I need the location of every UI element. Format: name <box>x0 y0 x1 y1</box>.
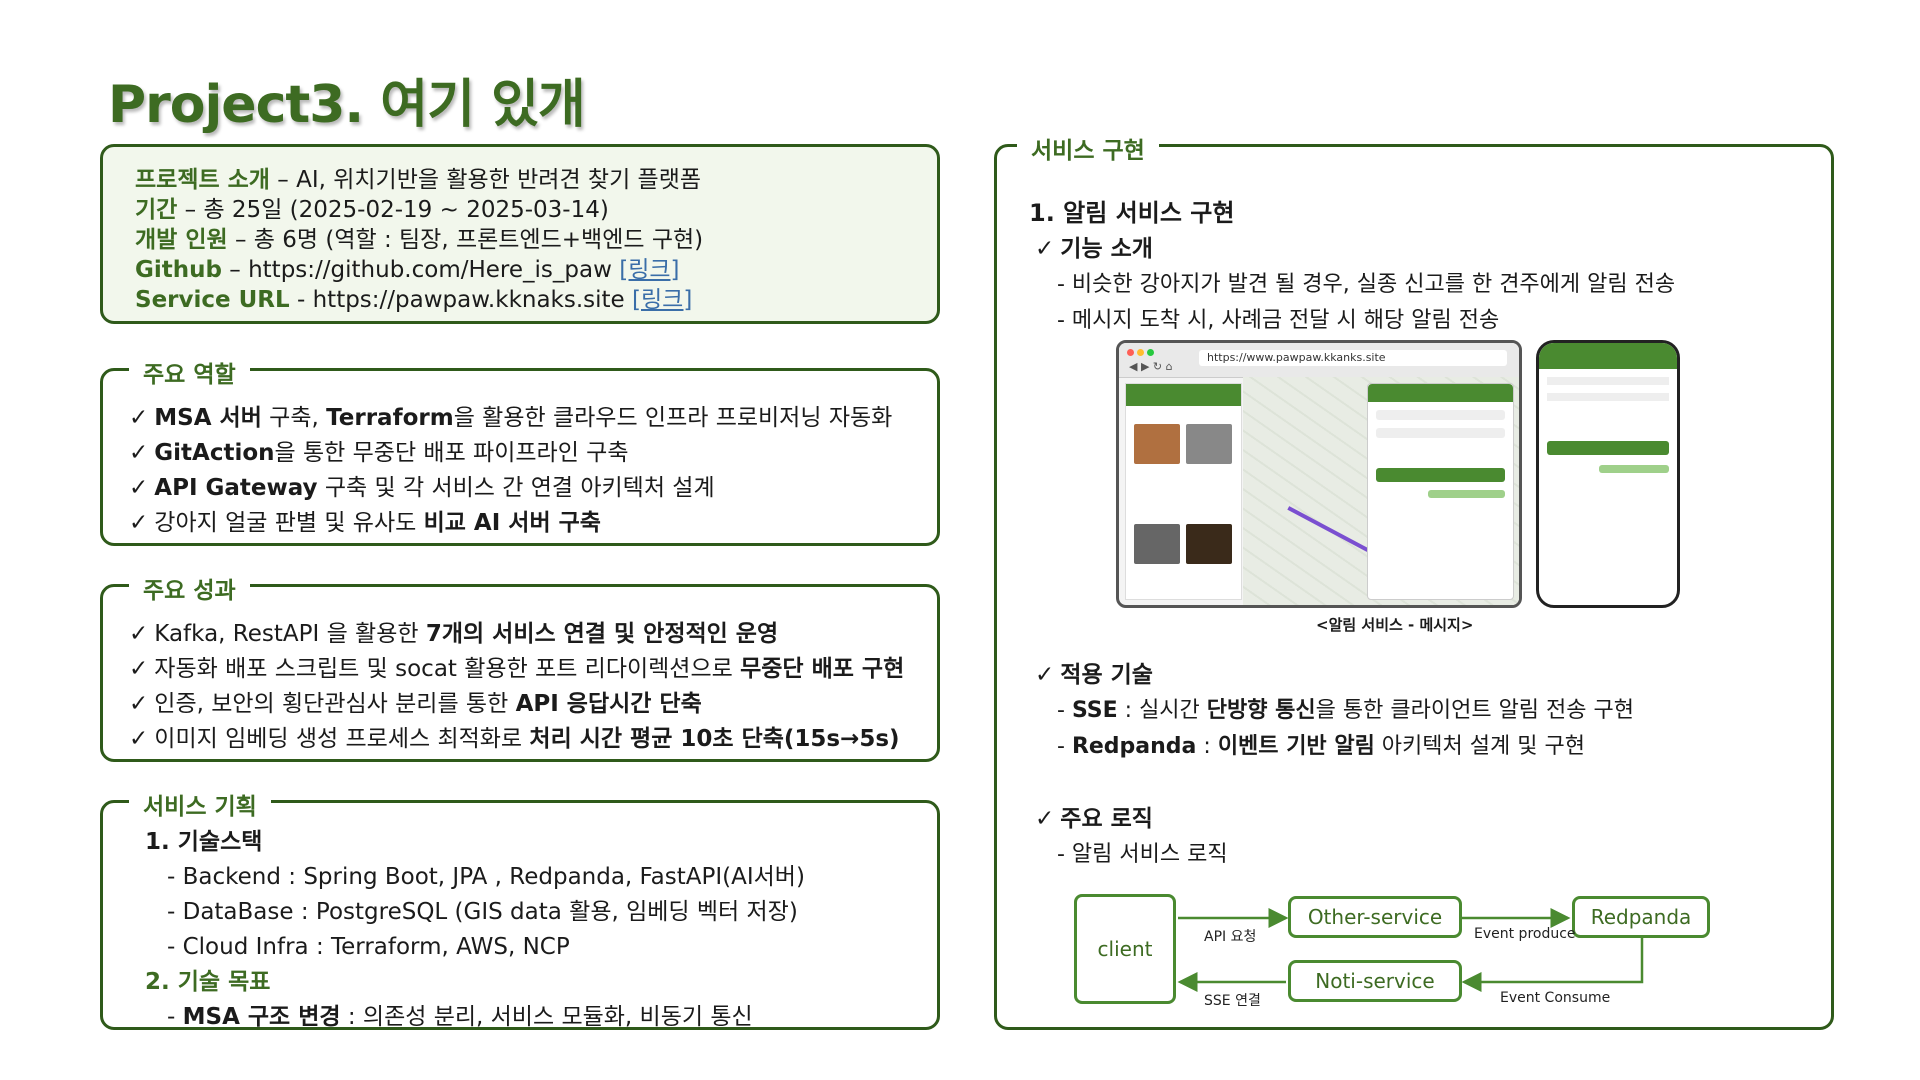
page-title: Project3. 여기 있개 <box>108 75 586 135</box>
lost-dog-sidebar <box>1125 383 1242 600</box>
check-icon: ✓ <box>1035 662 1055 688</box>
achievement-item: ✓인증, 보안의 횡단관심사 분리를 통한 API 응답시간 단축 <box>129 691 702 717</box>
project-label: 프로젝트 소개 <box>135 167 270 193</box>
role-item: ✓강아지 얼굴 판별 및 유사도 비교 AI 서버 구축 <box>129 510 601 536</box>
route-line <box>1287 506 1369 552</box>
tech-stack-heading: 1. 기술스택 <box>145 829 263 855</box>
members-text: – 총 6명 (역할 : 팀장, 프론트엔드+백엔드 구현) <box>227 227 704 253</box>
project-intro-row: 프로젝트 소개 – AI, 위치기반을 활용한 반려견 찾기 플랫폼 <box>135 165 937 195</box>
tech-stack-item: - Cloud Infra : Terraform, AWS, NCP <box>167 934 570 960</box>
feature-item: - 비슷한 강아지가 발견 될 경우, 실종 신고를 한 견주에게 알림 전송 <box>1057 272 1676 297</box>
achievements-legend: 주요 성과 <box>129 571 250 605</box>
service-url-label: Service URL <box>135 287 290 313</box>
achievement-item: ✓이미지 임베딩 생성 프로세스 최적화로 처리 시간 평균 10초 단축(15… <box>129 726 900 752</box>
service-url-text: - https://pawpaw.kknaks.site <box>289 287 633 313</box>
flow-arrows <box>1177 908 1644 992</box>
tech-goal-item: - MSA 구조 변경 : 의존성 분리, 서비스 모듈화, 비동기 통신 <box>167 1004 753 1030</box>
check-icon: ✓ <box>1035 236 1055 262</box>
api-request-label: API 요청 <box>1204 929 1257 945</box>
service-legend: 서비스 구현 <box>1017 131 1159 165</box>
github-link[interactable]: [링크] <box>619 257 680 283</box>
tech-heading: ✓적용 기술 <box>1035 662 1153 688</box>
logic-heading: ✓주요 로직 <box>1035 806 1153 832</box>
browser-bar: ◀ ▶ ↻ ⌂ https://www.pawpaw.kkanks.site <box>1119 343 1519 378</box>
github-row: Github – https://github.com/Here_is_paw … <box>135 255 937 285</box>
tech-item: - SSE : 실시간 단방향 통신을 통한 클라이언트 알림 전송 구현 <box>1057 698 1634 723</box>
tech-stack-item: - Backend : Spring Boot, JPA , Redpanda,… <box>167 864 805 890</box>
roles-legend: 주요 역할 <box>129 355 250 389</box>
tech-item: - Redpanda : 이벤트 기반 알림 아키텍처 설계 및 구현 <box>1057 734 1585 759</box>
period-row: 기간 – 총 25일 (2025-02-19 ~ 2025-03-14) <box>135 195 937 225</box>
service-url-row: Service URL - https://pawpaw.kknaks.site… <box>135 285 937 315</box>
project-text: – AI, 위치기반을 활용한 반려견 찾기 플랫폼 <box>269 167 702 193</box>
screenshot-caption: <알림 서비스 - 메시지> <box>1316 616 1474 634</box>
redpanda-node: Redpanda <box>1572 896 1710 938</box>
dog-thumbnail <box>1134 424 1180 464</box>
noti-service-node: Noti-service <box>1288 960 1462 1002</box>
desktop-screenshot: ◀ ▶ ↻ ⌂ https://www.pawpaw.kkanks.site <box>1116 340 1522 608</box>
check-icon: ✓ <box>129 475 149 501</box>
mobile-screenshot <box>1536 340 1680 608</box>
roles-box: 주요 역할 ✓MSA 서버 구축, Terraform을 활용한 클라우드 인프… <box>100 355 940 546</box>
dog-thumbnail <box>1186 524 1232 564</box>
client-node: client <box>1074 894 1176 1004</box>
achievement-item: ✓자동화 배포 스크립트 및 socat 활용한 포트 리다이렉션으로 무중단 … <box>129 656 905 682</box>
check-icon: ✓ <box>129 621 149 647</box>
achievements-box: 주요 성과 ✓Kafka, RestAPI 을 활용한 7개의 서비스 연결 및… <box>100 571 940 762</box>
minimize-dot-icon <box>1137 349 1144 356</box>
check-icon: ✓ <box>129 510 149 536</box>
check-icon: ✓ <box>129 656 149 682</box>
github-label: Github <box>135 257 222 283</box>
check-icon: ✓ <box>129 691 149 717</box>
planning-box: 서비스 기획 1. 기술스택 - Backend : Spring Boot, … <box>100 787 940 1030</box>
role-item: ✓MSA 서버 구축, Terraform을 활용한 클라우드 인프라 프로비저… <box>129 405 893 431</box>
notification-flow-diagram: client Other-service Redpanda Noti-servi… <box>1074 894 1714 1014</box>
period-text: – 총 25일 (2025-02-19 ~ 2025-03-14) <box>177 197 609 223</box>
sse-label: SSE 연결 <box>1204 993 1261 1009</box>
event-consume-label: Event Consume <box>1500 990 1611 1006</box>
achievement-item: ✓Kafka, RestAPI 을 활용한 7개의 서비스 연결 및 안정적인 … <box>129 621 779 647</box>
service-box: 서비스 구현 1. 알림 서비스 구현 ✓기능 소개 - 비슷한 강아지가 발견… <box>994 131 1834 1030</box>
close-dot-icon <box>1127 349 1134 356</box>
github-text: – https://github.com/Here_is_paw <box>221 257 620 283</box>
dog-thumbnail <box>1186 424 1232 464</box>
tech-goal-heading: 2. 기술 목표 <box>145 969 271 995</box>
service-heading: 1. 알림 서비스 구현 <box>1029 199 1235 227</box>
feature-item: - 메시지 도착 시, 사례금 전달 시 해당 알림 전송 <box>1057 308 1500 333</box>
role-item: ✓API Gateway 구축 및 각 서비스 간 연결 아키텍처 설계 <box>129 475 715 501</box>
check-icon: ✓ <box>129 726 149 752</box>
check-icon: ✓ <box>129 405 149 431</box>
logic-text: - 알림 서비스 로직 <box>1057 842 1228 867</box>
url-bar: https://www.pawpaw.kkanks.site <box>1199 350 1507 366</box>
tech-stack-item: - DataBase : PostgreSQL (GIS data 활용, 임베… <box>167 899 798 925</box>
service-url-link[interactable]: [링크] <box>632 287 693 313</box>
role-item: ✓GitAction을 통한 무중단 배포 파이프라인 구축 <box>129 440 629 466</box>
period-label: 기간 <box>135 197 178 223</box>
chat-panel <box>1367 383 1514 600</box>
check-icon: ✓ <box>1035 806 1055 832</box>
dog-thumbnail <box>1134 524 1180 564</box>
members-label: 개발 인원 <box>135 227 228 253</box>
maximize-dot-icon <box>1147 349 1154 356</box>
check-icon: ✓ <box>129 440 149 466</box>
project-intro-box: 프로젝트 소개 – AI, 위치기반을 활용한 반려견 찾기 플랫폼 기간 – … <box>100 144 940 324</box>
nav-arrows-icon: ◀ ▶ ↻ ⌂ <box>1129 360 1173 373</box>
planning-legend: 서비스 기획 <box>129 787 271 821</box>
feature-heading: ✓기능 소개 <box>1035 236 1153 262</box>
event-produce-label: Event produce <box>1474 926 1576 942</box>
members-row: 개발 인원 – 총 6명 (역할 : 팀장, 프론트엔드+백엔드 구현) <box>135 225 937 255</box>
other-service-node: Other-service <box>1288 896 1462 938</box>
